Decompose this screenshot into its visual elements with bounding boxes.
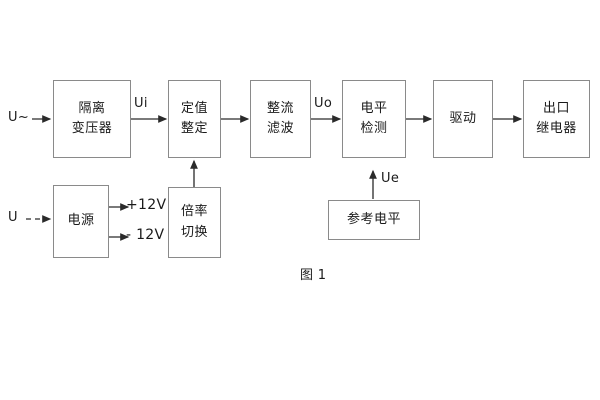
block-power-supply[interactable]: 电源 bbox=[53, 185, 109, 258]
block-rectifier-filter-line1: 整流 bbox=[266, 100, 294, 116]
block-output-relay[interactable]: 出口 继电器 bbox=[523, 80, 590, 158]
block-reference-level-line1: 参考电平 bbox=[346, 211, 401, 227]
block-isolation-transformer-line2: 变压器 bbox=[71, 121, 113, 136]
block-isolation-transformer-line1: 隔离 bbox=[78, 100, 106, 116]
signal-uo-label: Uo bbox=[314, 96, 333, 111]
block-isolation-transformer[interactable]: 隔离 变压器 bbox=[53, 80, 131, 158]
block-setting-value-line2: 整定 bbox=[180, 121, 208, 136]
block-setting-value[interactable]: 定值 整定 bbox=[168, 80, 221, 158]
block-rectifier-filter-line2: 滤波 bbox=[266, 121, 294, 136]
ac-input-label: U~ bbox=[8, 110, 30, 125]
block-reference-level[interactable]: 参考电平 bbox=[328, 200, 420, 240]
block-drive-line1: 驱动 bbox=[449, 110, 477, 126]
block-drive[interactable]: 驱动 bbox=[433, 80, 493, 158]
block-multiplier-switch[interactable]: 倍率 切换 bbox=[168, 187, 221, 258]
positive-rail-label: +12V bbox=[126, 197, 167, 213]
block-output-relay-line2: 继电器 bbox=[536, 121, 577, 136]
block-power-supply-line1: 电源 bbox=[67, 213, 95, 229]
block-setting-value-line1: 定值 bbox=[180, 100, 208, 116]
block-level-detection[interactable]: 电平 检测 bbox=[342, 80, 406, 158]
block-multiplier-switch-line2: 切换 bbox=[180, 224, 208, 240]
block-level-detection-line1: 电平 bbox=[360, 100, 388, 116]
dc-input-label: U bbox=[8, 210, 18, 225]
block-output-relay-line1: 出口 bbox=[542, 100, 570, 116]
block-rectifier-filter[interactable]: 整流 滤波 bbox=[250, 80, 311, 158]
signal-ue-label: Ue bbox=[381, 171, 400, 186]
negative-rail-label: - 12V bbox=[126, 227, 165, 243]
block-level-detection-line2: 检测 bbox=[360, 121, 388, 136]
figure-caption: 图 1 bbox=[300, 268, 327, 283]
signal-ui-label: Ui bbox=[134, 96, 148, 111]
block-multiplier-switch-line1: 倍率 bbox=[180, 204, 208, 220]
